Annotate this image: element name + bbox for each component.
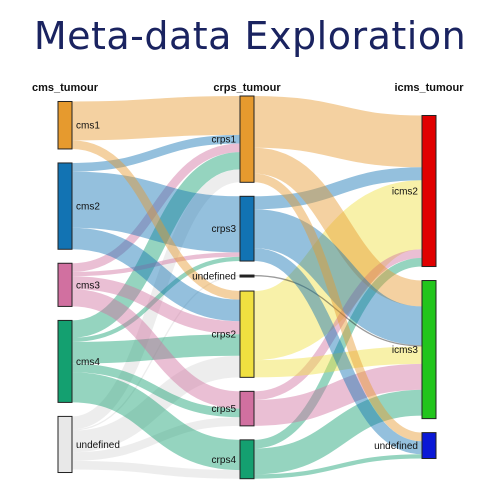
- node-label-crps5: crps5: [212, 404, 237, 415]
- node-label-crps2: crps2: [212, 330, 237, 341]
- node-label-cms2: cms2: [76, 202, 100, 213]
- flow-crps1-to-icms3: [253, 147, 423, 307]
- node-label-cms1: cms1: [76, 121, 100, 132]
- node-crps2[interactable]: [239, 290, 255, 378]
- node-undefined_crps[interactable]: [239, 274, 255, 278]
- node-label-crps3: crps3: [212, 224, 237, 235]
- flow-crps5-to-icms2: [253, 249, 423, 400]
- flow-cms2-to-crps1: [71, 134, 241, 172]
- flow-undefined_crps-to-icms3: [253, 275, 423, 347]
- node-label-icms2: icms2: [392, 187, 419, 198]
- node-crps5[interactable]: [239, 390, 255, 427]
- flow-cms3-to-crps1: [71, 143, 241, 272]
- flow-cms4-to-crps5: [71, 363, 241, 418]
- node-label-undefined_icms: undefined: [374, 441, 418, 452]
- flow-crps1-to-icms2: [253, 95, 423, 168]
- node-cms3[interactable]: [57, 262, 73, 307]
- labels-layer: cms1 cms2 cms3 cms4 undefined crps1 crps3 undef…: [32, 82, 464, 466]
- flow-undefined_cms-to-crps2: [71, 355, 241, 453]
- node-cms2[interactable]: [57, 162, 73, 250]
- flow-cms4-to-crps4: [71, 372, 241, 471]
- node-crps4[interactable]: [239, 439, 255, 480]
- flow-crps3-to-icms2: [253, 167, 423, 210]
- node-label-cms3: cms3: [76, 280, 100, 291]
- page-title: Meta-data Exploration: [33, 14, 467, 58]
- node-icms2[interactable]: [421, 114, 437, 268]
- node-label-icms3: icms3: [392, 345, 419, 356]
- flow-cms4-to-crps3: [71, 256, 241, 342]
- nodes-layer: [57, 95, 437, 480]
- flow-undefined_cms-to-undefined_crps: [71, 275, 241, 431]
- flow-undefined_cms-to-crps5: [71, 417, 241, 461]
- flow-cms1-to-crps2: [71, 140, 241, 300]
- node-icms3[interactable]: [421, 280, 437, 420]
- flow-crps3-to-icms3: [252, 209, 424, 346]
- column-title-cms: cms_tumour: [32, 82, 99, 94]
- node-undefined_cms[interactable]: [57, 415, 73, 474]
- node-crps1[interactable]: [239, 95, 255, 183]
- flow-cms2-to-crps3: [71, 171, 241, 253]
- node-undefined_icms[interactable]: [421, 432, 437, 460]
- flow-cms4-to-crps2: [71, 334, 241, 364]
- flow-cms3-to-crps3: [71, 252, 241, 277]
- flow-cms1-to-crps1: [71, 95, 241, 141]
- node-cms4[interactable]: [57, 319, 73, 403]
- flow-undefined_cms-to-crps1: [71, 169, 241, 430]
- flow-crps3-to-undefined_icms: [253, 248, 423, 455]
- flow-crps1-to-undefined_icms: [253, 173, 423, 442]
- flow-undefined_cms-to-crps4: [71, 460, 241, 479]
- flow-crps2-to-icms2: [251, 180, 425, 361]
- node-label-crps4: crps4: [212, 455, 237, 466]
- flow-crps4-to-icms2: [253, 257, 423, 449]
- flow-cms4-to-crps1: [71, 152, 241, 338]
- column-title-icms: icms_tumour: [394, 82, 464, 94]
- node-crps3[interactable]: [239, 195, 255, 262]
- flow-cms3-to-crps5: [71, 289, 241, 409]
- flow-crps4-to-icms3: [253, 389, 423, 475]
- node-label-undefined_cms: undefined: [76, 440, 120, 451]
- flow-crps2-to-icms3: [253, 346, 423, 378]
- flow-cms2-to-crps2: [71, 227, 241, 322]
- column-title-crps: crps_tumour: [213, 82, 281, 94]
- flow-cms3-to-crps2: [71, 276, 241, 335]
- flows-layer: [71, 95, 425, 479]
- node-label-cms4: cms4: [76, 357, 100, 368]
- flow-crps4-to-undefined_icms: [253, 454, 423, 479]
- node-cms1[interactable]: [57, 100, 73, 150]
- node-label-undefined_crps: undefined: [192, 272, 236, 283]
- flow-crps5-to-icms3: [253, 363, 423, 426]
- node-label-crps1: crps1: [212, 135, 237, 146]
